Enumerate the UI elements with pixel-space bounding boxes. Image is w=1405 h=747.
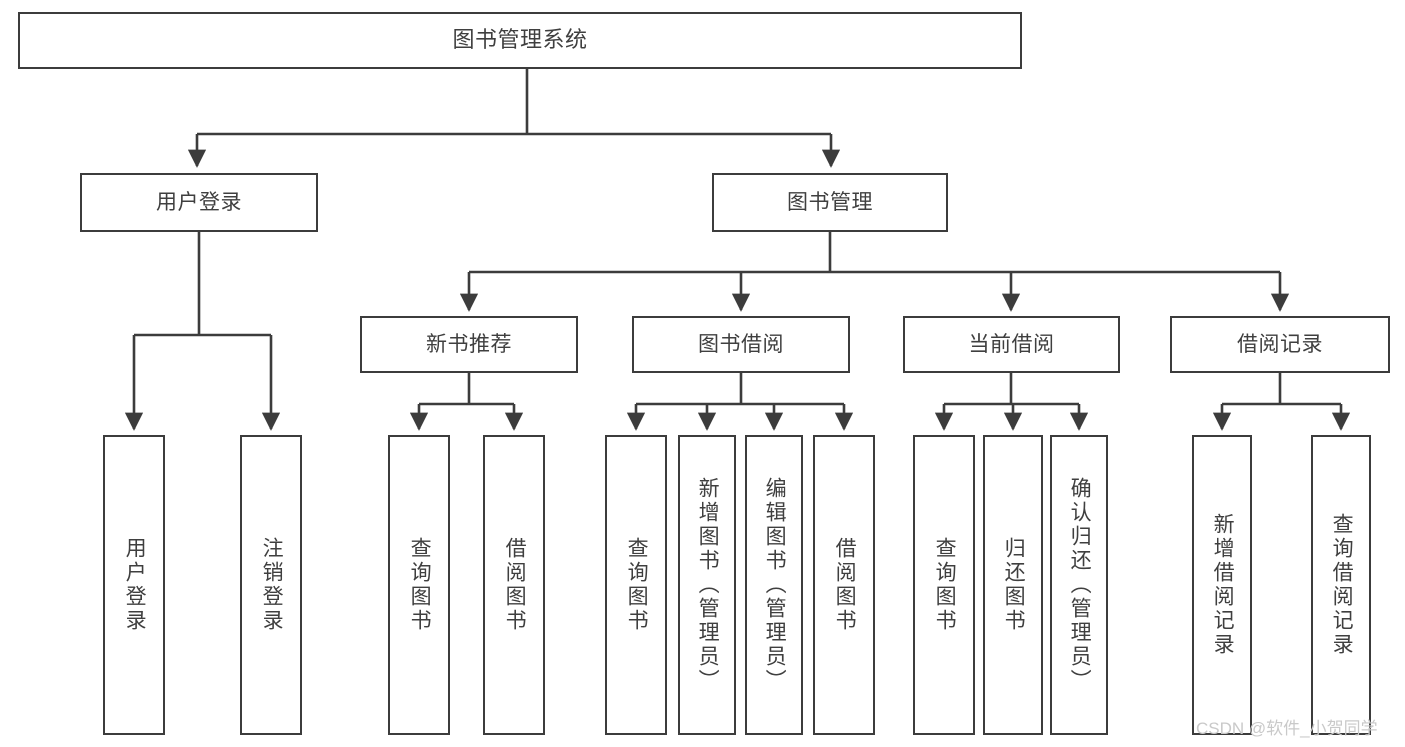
leaf-borrow-borrow-books[interactable]: 借阅图书 bbox=[813, 435, 875, 735]
node-label: 当前借阅 bbox=[968, 332, 1055, 356]
node-label: 新增图书（管理员） bbox=[696, 477, 720, 693]
node-label: 图书借阅 bbox=[698, 332, 784, 356]
node-root-system[interactable]: 图书管理系统 bbox=[18, 12, 1022, 69]
node-label: 查询图书 bbox=[625, 537, 649, 633]
leaf-current-confirm-return-admin[interactable]: 确认归还（管理员） bbox=[1050, 435, 1108, 735]
leaf-user-login-login[interactable]: 用户登录 bbox=[103, 435, 165, 735]
node-book-management[interactable]: 图书管理 bbox=[712, 173, 948, 232]
node-book-borrow[interactable]: 图书借阅 bbox=[632, 316, 850, 373]
leaf-borrow-edit-book-admin[interactable]: 编辑图书（管理员） bbox=[745, 435, 803, 735]
node-borrow-record[interactable]: 借阅记录 bbox=[1170, 316, 1390, 373]
node-label: 编辑图书（管理员） bbox=[763, 477, 787, 693]
node-label: 归还图书 bbox=[1002, 537, 1026, 633]
leaf-newbook-borrow-books[interactable]: 借阅图书 bbox=[483, 435, 545, 735]
node-label: 借阅图书 bbox=[503, 537, 527, 633]
node-label: 图书管理 bbox=[787, 190, 873, 214]
node-label: 查询图书 bbox=[933, 537, 957, 633]
node-label: 查询图书 bbox=[408, 537, 432, 633]
leaf-record-query-record[interactable]: 查询借阅记录 bbox=[1311, 435, 1371, 735]
node-current-borrow[interactable]: 当前借阅 bbox=[903, 316, 1120, 373]
csdn-watermark: CSDN @软件_小贺同学 bbox=[1196, 719, 1378, 738]
node-label: 用户登录 bbox=[123, 537, 147, 633]
leaf-borrow-add-book-admin[interactable]: 新增图书（管理员） bbox=[678, 435, 736, 735]
node-label: 查询借阅记录 bbox=[1330, 513, 1354, 657]
node-label: 注销登录 bbox=[260, 537, 284, 633]
node-user-login[interactable]: 用户登录 bbox=[80, 173, 318, 232]
leaf-user-login-logout[interactable]: 注销登录 bbox=[240, 435, 302, 735]
leaf-record-add-record[interactable]: 新增借阅记录 bbox=[1192, 435, 1252, 735]
leaf-current-return-books[interactable]: 归还图书 bbox=[983, 435, 1043, 735]
node-new-book-recommend[interactable]: 新书推荐 bbox=[360, 316, 578, 373]
node-label: 新增借阅记录 bbox=[1211, 513, 1235, 657]
node-label: 借阅记录 bbox=[1237, 332, 1323, 356]
node-label: 确认归还（管理员） bbox=[1068, 477, 1092, 693]
leaf-borrow-query-books[interactable]: 查询图书 bbox=[605, 435, 667, 735]
leaf-newbook-query-books[interactable]: 查询图书 bbox=[388, 435, 450, 735]
node-label: 借阅图书 bbox=[833, 537, 857, 633]
leaf-current-query-books[interactable]: 查询图书 bbox=[913, 435, 975, 735]
node-label: 图书管理系统 bbox=[452, 27, 588, 53]
node-label: 用户登录 bbox=[156, 190, 242, 214]
node-label: 新书推荐 bbox=[426, 332, 512, 356]
